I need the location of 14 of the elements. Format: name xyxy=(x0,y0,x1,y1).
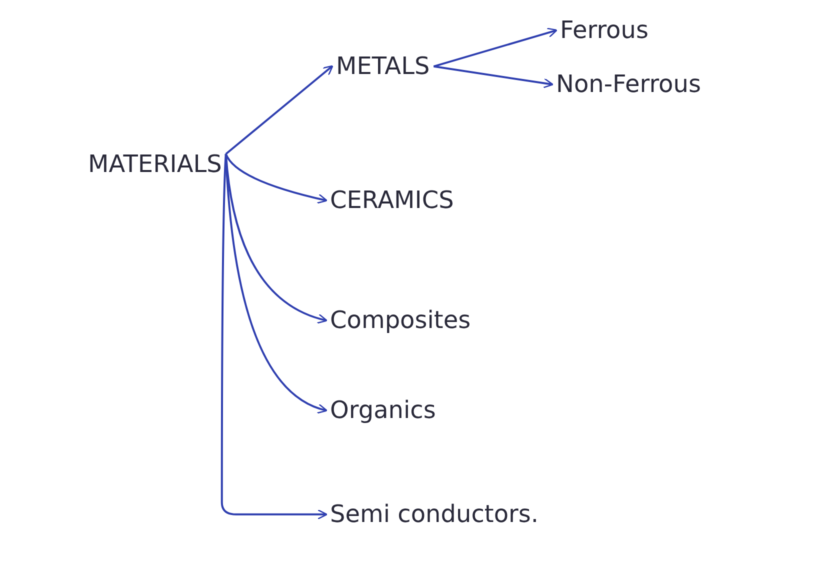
category-label: METALS xyxy=(336,52,430,81)
arrow xyxy=(433,28,558,68)
category-label: CERAMICS xyxy=(330,186,454,215)
category-label: Semi conductors. xyxy=(330,500,538,529)
category-label: Non-Ferrous xyxy=(556,70,701,99)
arrow xyxy=(220,154,328,520)
root-category-label: MATERIALS xyxy=(88,150,222,179)
category-label: Organics xyxy=(330,396,436,425)
arrow xyxy=(224,154,328,413)
arrow xyxy=(225,65,334,155)
arrow xyxy=(224,154,328,204)
arrow xyxy=(434,65,554,88)
category-label: Ferrous xyxy=(560,16,648,45)
category-label: Composites xyxy=(330,306,471,335)
